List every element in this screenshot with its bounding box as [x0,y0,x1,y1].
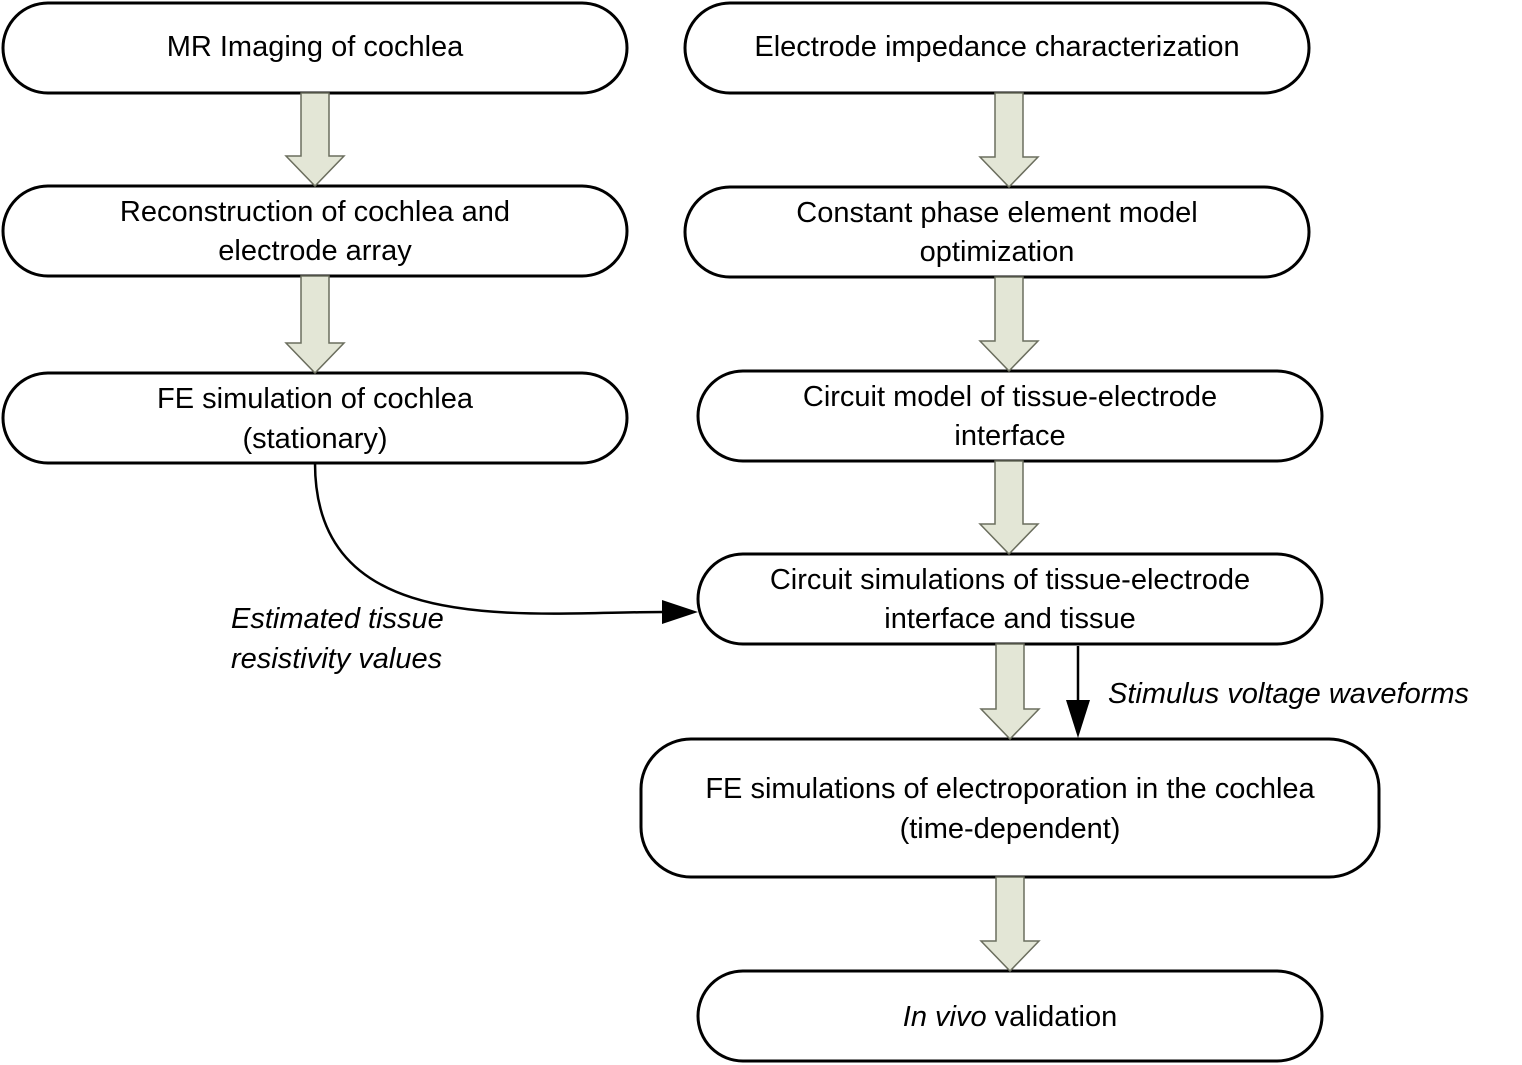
node-impedance-line-1: Electrode impedance characterization [754,31,1239,63]
arrow-sim-to-fe-electroporation [979,643,1041,741]
node-circuit-simulations: Circuit simulations of tissue-electrode … [696,552,1324,646]
arrow-mr-to-reconstruction [284,92,346,188]
node-circuit-simulations-line-2: interface and tissue [884,603,1135,635]
stimulus-connector [1066,646,1090,738]
node-reconstruction: Reconstruction of cochlea and electrode … [1,184,629,278]
node-impedance: Electrode impedance characterization [683,1,1311,95]
node-cpe-model: Constant phase element model optimizatio… [683,185,1311,279]
node-fe-electroporation-line-1: FE simulations of electroporation in the… [705,773,1315,805]
in-vivo-italic: In vivo [903,1001,987,1033]
arrow-reconstruction-to-fe [284,275,346,375]
arrow-circuit-model-to-sim [978,460,1040,556]
resistivity-annotation-line-2: resistivity values [231,643,442,675]
node-circuit-simulations-line-1: Circuit simulations of tissue-electrode [770,564,1250,596]
node-fe-stationary-line-2: (stationary) [242,423,387,455]
node-circuit-model-line-2: interface [954,420,1065,452]
node-fe-electroporation-line-2: (time-dependent) [900,813,1121,845]
node-in-vivo-validation: In vivo validation [696,969,1324,1063]
node-circuit-model-line-1: Circuit model of tissue-electrode [803,381,1217,413]
node-reconstruction-line-1: Reconstruction of cochlea and [120,196,510,228]
arrow-impedance-to-cpe [978,92,1040,189]
node-cpe-model-line-1: Constant phase element model [796,197,1197,229]
arrow-fe-to-in-vivo [979,876,1041,973]
node-circuit-model: Circuit model of tissue-electrode interf… [696,369,1324,463]
resistivity-annotation-line-1: Estimated tissue [231,603,444,635]
node-fe-stationary: FE simulation of cochlea (stationary) [1,371,629,465]
node-mr-imaging-line-1: MR Imaging of cochlea [167,31,464,63]
resistivity-annotation: Estimated tissue resistivity values [231,603,444,675]
arrow-cpe-to-circuit-model [978,276,1040,373]
node-reconstruction-line-2: electrode array [218,235,412,267]
node-fe-stationary-line-1: FE simulation of cochlea [157,383,474,415]
resistivity-connector [313,462,698,624]
in-vivo-rest: validation [987,1001,1118,1033]
node-in-vivo-validation-text: In vivo validation [903,1001,1117,1033]
node-cpe-model-line-2: optimization [920,236,1075,268]
flow-arrows [284,92,1041,973]
node-mr-imaging: MR Imaging of cochlea [1,1,629,95]
node-fe-electroporation: FE simulations of electroporation in the… [639,737,1381,879]
stimulus-annotation: Stimulus voltage waveforms [1108,678,1469,710]
